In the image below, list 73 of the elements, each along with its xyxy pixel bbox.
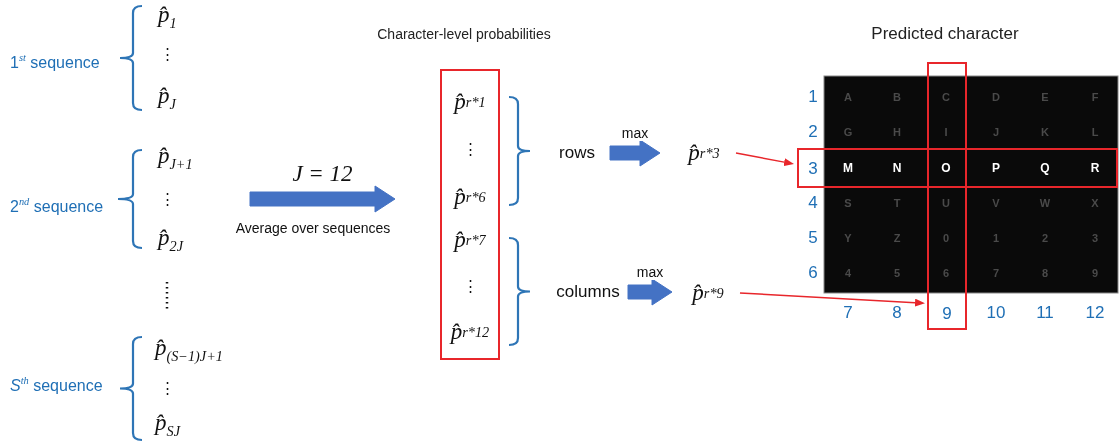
axis-label: columns xyxy=(553,279,623,305)
column-number: 11 xyxy=(1036,303,1054,323)
ellipsis: ⋮ xyxy=(159,45,175,63)
sequence-label: 2$^{nd}$ sequence xyxy=(10,196,104,216)
matrix-character: D xyxy=(992,91,1000,103)
matrix-character: O xyxy=(941,161,951,175)
ellipsis: ⋮ xyxy=(159,190,175,208)
matrix-character: 1 xyxy=(992,232,1000,244)
matrix-character: Y xyxy=(844,232,852,244)
matrix-character: G xyxy=(843,126,853,138)
matrix-character: 0 xyxy=(942,232,950,244)
row-number: 2 xyxy=(808,122,818,142)
matrix-character: U xyxy=(942,197,950,209)
matrix-character: P xyxy=(992,161,1000,175)
column-number: 12 xyxy=(1085,303,1105,323)
heading: Predicted character xyxy=(871,24,1019,44)
matrix-character: 3 xyxy=(1091,232,1099,244)
block-arrow xyxy=(249,185,396,213)
sequence-label: S$^{th}$ sequence xyxy=(10,375,103,395)
column-number: 10 xyxy=(986,303,1006,323)
row-number: 5 xyxy=(808,228,818,248)
row-number: 3 xyxy=(807,158,819,180)
matrix-character: Z xyxy=(893,232,901,244)
row-number: 4 xyxy=(808,193,818,213)
block-arrow xyxy=(609,139,661,167)
block-arrow xyxy=(627,278,673,306)
ellipsis: ⋮ xyxy=(461,139,479,160)
column-number: 8 xyxy=(892,303,902,323)
matrix-character: V xyxy=(992,197,1000,209)
row-number: 6 xyxy=(808,263,818,283)
matrix-character: F xyxy=(1091,91,1099,103)
heading: Character-level probabilities xyxy=(378,25,550,44)
ellipsis: ⋮ xyxy=(461,276,479,297)
matrix-character: C xyxy=(942,91,950,103)
matrix-character: E xyxy=(1041,91,1049,103)
matrix-character: 9 xyxy=(1091,267,1099,279)
probability-term: p̂$_{SJ}$ xyxy=(155,410,180,440)
sequence-label: 1$^{st}$ sequence xyxy=(10,52,100,72)
matrix-character: L xyxy=(1091,126,1099,138)
matrix-character: T xyxy=(893,197,901,209)
matrix-character: N xyxy=(892,161,902,175)
matrix-character: H xyxy=(893,126,901,138)
arrow xyxy=(739,292,925,307)
arrow xyxy=(735,152,794,167)
column-number: 9 xyxy=(941,303,953,325)
matrix-character: 7 xyxy=(992,267,1000,279)
row-number: 1 xyxy=(808,87,818,107)
probability-term: p̂$_{J+1}$ xyxy=(158,143,193,173)
arrow-caption: Average over sequences xyxy=(235,220,391,236)
matrix-character: 8 xyxy=(1041,267,1049,279)
matrix-character: K xyxy=(1041,126,1049,138)
matrix-character: A xyxy=(844,91,852,103)
matrix-character: J xyxy=(992,126,1000,138)
matrix-character: 4 xyxy=(844,267,852,279)
axis-label: rows xyxy=(553,140,601,166)
column-number: 7 xyxy=(843,303,853,323)
matrix-character: W xyxy=(1039,197,1051,209)
matrix-character: 5 xyxy=(893,267,901,279)
probability-term: p̂$_{(S−1)J+1}$ xyxy=(155,335,223,365)
probability-term: p̂$_{2J}$ xyxy=(158,225,183,255)
matrix-character: B xyxy=(893,91,901,103)
matrix-character: Q xyxy=(1040,161,1050,175)
probability-term: p̂$_{1}$ xyxy=(158,2,177,32)
ellipsis: ⋮ xyxy=(159,379,175,397)
matrix-character: M xyxy=(843,161,853,175)
row-highlight xyxy=(797,148,1118,188)
matrix-character: X xyxy=(1091,197,1099,209)
probability-term: p̂$_{J}$ xyxy=(158,83,176,113)
matrix-character: R xyxy=(1090,161,1100,175)
matrix-character: 6 xyxy=(942,267,950,279)
matrix-character: 2 xyxy=(1041,232,1049,244)
matrix-character: S xyxy=(844,197,852,209)
column-highlight xyxy=(927,62,967,330)
